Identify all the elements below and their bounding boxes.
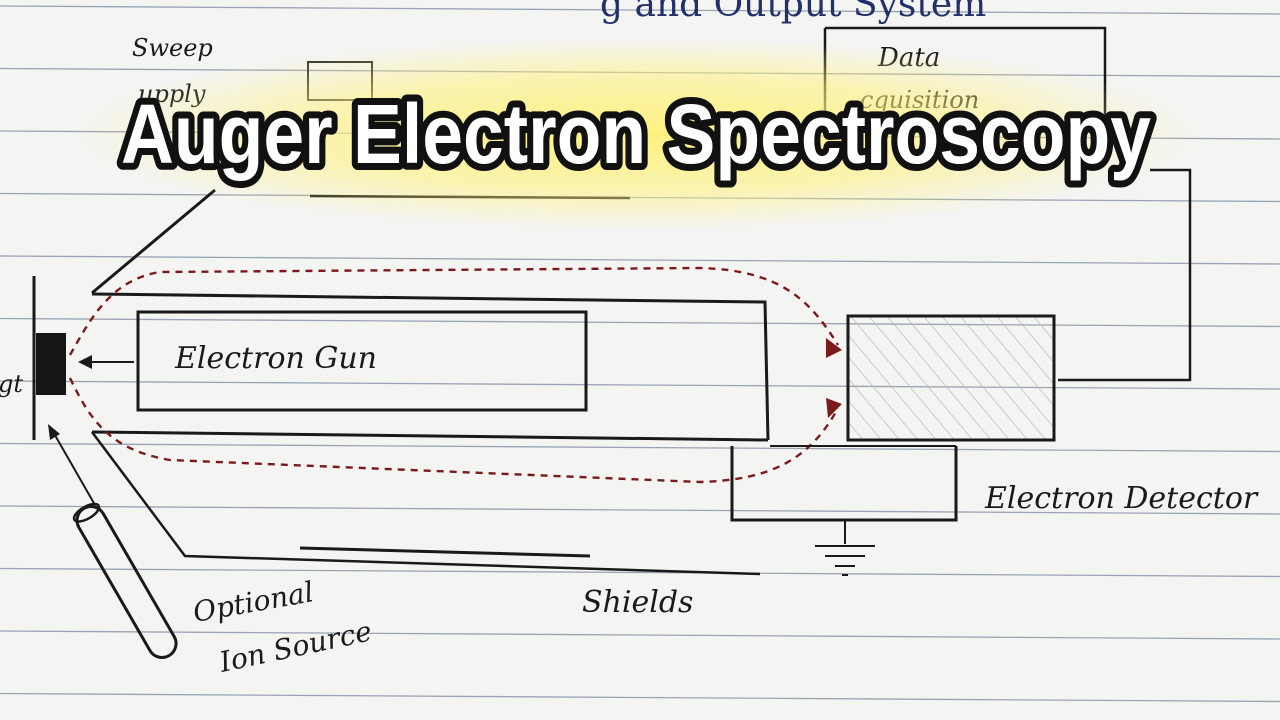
ion-source-tube (72, 502, 178, 659)
electron-gun-box (136, 310, 588, 412)
path-arrow-lower-icon (826, 398, 842, 418)
path-arrow-upper-icon (826, 338, 842, 358)
ion-beam-line (51, 429, 96, 506)
target-sample (36, 333, 66, 395)
beam-arrow-icon (78, 355, 92, 369)
ruled-line (0, 255, 1280, 265)
electron-detector-label: Electron Detector (984, 481, 1259, 516)
ruled-line (0, 5, 1280, 15)
ruled-line (0, 317, 1280, 328)
shield-segment (299, 546, 591, 558)
ion-source-label: Ion Source (216, 614, 375, 679)
electron-path-lower (68, 377, 840, 484)
top-heading-fragment: g and Output System (600, 0, 986, 25)
ruled-line (0, 567, 1280, 578)
optional-label: Optional (190, 575, 316, 629)
shields-label: Shields (582, 585, 693, 620)
outer-shield-bottom (91, 430, 769, 442)
ruled-line (0, 380, 1280, 390)
title-glow (76, 39, 1196, 229)
lower-shield (91, 431, 761, 576)
sweep-wire (91, 188, 216, 295)
ruled-line (0, 630, 1280, 640)
detector-signal-wire (1058, 168, 1192, 382)
electron-gun-label: Electron Gun (174, 341, 377, 376)
page-title: Auger Electron Spectroscopy (121, 87, 1151, 181)
electron-path-upper (68, 266, 840, 356)
outer-shield-top (91, 292, 770, 441)
ground-symbol-icon (815, 520, 875, 576)
electron-detector-box (846, 314, 1056, 442)
ruled-line (0, 442, 1280, 453)
ruled-line (0, 692, 1280, 703)
ion-beam-arrow-icon (48, 424, 60, 440)
collector-box (730, 446, 958, 522)
ruled-line (0, 505, 1280, 515)
target-label: gt (0, 370, 23, 398)
sweep-label: Sweep (132, 34, 213, 62)
